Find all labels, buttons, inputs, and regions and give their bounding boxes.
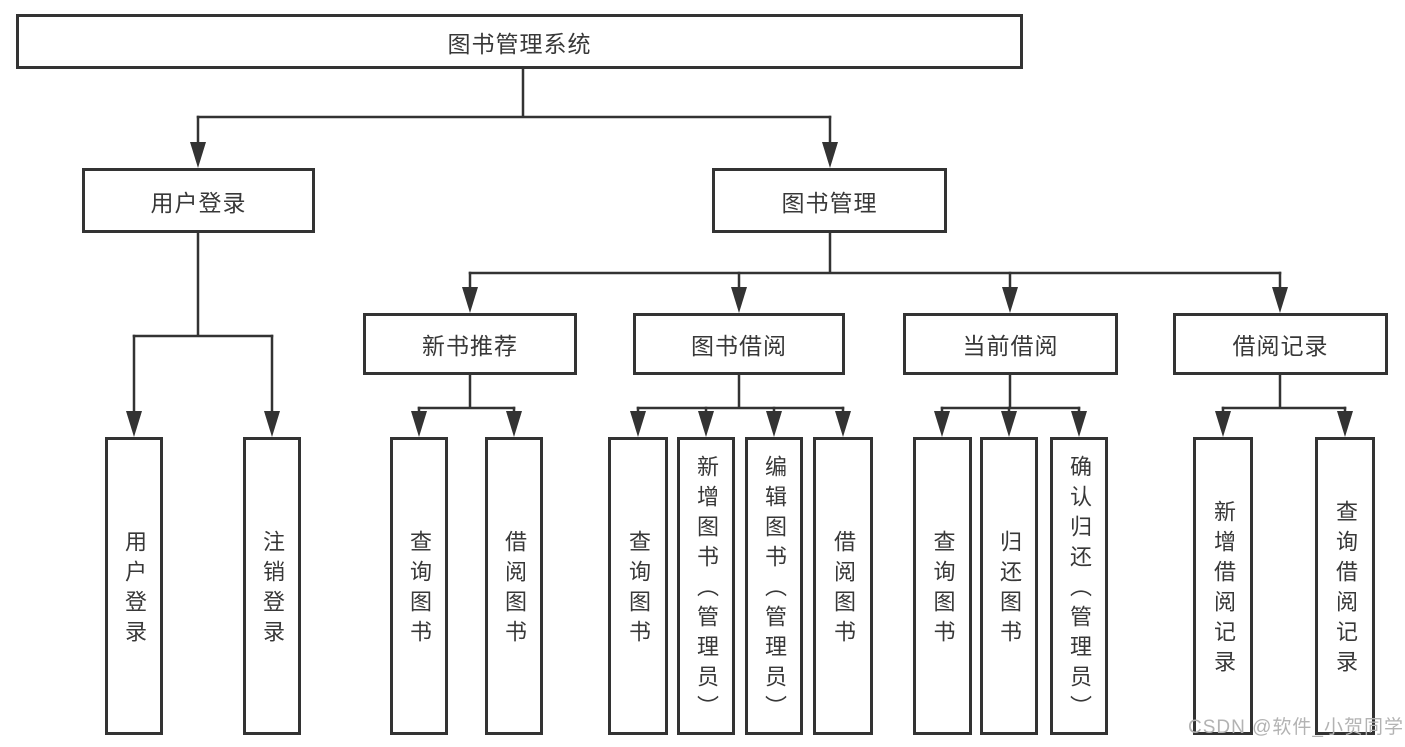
node-leaf-query-book-1-label: 查询图书 <box>407 530 432 650</box>
node-leaf-confirm-return-admin-label: 确认归还（管理员） <box>1067 455 1092 725</box>
node-leaf-query-book-3: 查询图书 <box>913 437 972 735</box>
node-new-book-recommend-label: 新书推荐 <box>422 333 518 359</box>
node-leaf-logout-label: 注销登录 <box>260 530 285 650</box>
node-borrow-record: 借阅记录 <box>1173 313 1388 375</box>
node-leaf-edit-book-admin-label: 编辑图书（管理员） <box>762 455 787 725</box>
node-leaf-return-book-label: 归还图书 <box>997 530 1022 650</box>
node-book-management: 图书管理 <box>712 168 947 233</box>
node-root-system: 图书管理系统 <box>16 14 1023 69</box>
node-leaf-borrow-book-2: 借阅图书 <box>813 437 873 735</box>
node-current-borrow-label: 当前借阅 <box>962 333 1059 359</box>
connector-new-book-children <box>411 373 522 437</box>
connector-book-borrow-children <box>630 373 851 437</box>
node-book-management-label: 图书管理 <box>781 189 878 216</box>
node-leaf-borrow-book-1: 借阅图书 <box>485 437 543 735</box>
node-new-book-recommend: 新书推荐 <box>363 313 577 375</box>
node-user-login: 用户登录 <box>82 168 315 233</box>
connector-book-mgmt-children <box>462 231 1288 313</box>
connector-current-borrow-children <box>934 373 1087 437</box>
node-current-borrow: 当前借阅 <box>903 313 1118 375</box>
node-leaf-return-book: 归还图书 <box>980 437 1038 735</box>
node-leaf-borrow-book-1-label: 借阅图书 <box>502 530 527 650</box>
node-book-borrow-label: 图书借阅 <box>691 333 787 359</box>
node-root-system-label: 图书管理系统 <box>447 30 592 57</box>
connector-borrow-record-children <box>1215 373 1353 437</box>
csdn-watermark: CSDN @软件_小贺同学 <box>1188 717 1404 738</box>
node-leaf-logout: 注销登录 <box>243 437 301 735</box>
node-leaf-add-book-admin-label: 新增图书（管理员） <box>694 455 719 725</box>
node-user-login-label: 用户登录 <box>150 189 247 216</box>
node-leaf-user-login-label: 用户登录 <box>122 530 147 650</box>
connector-root-to-branches <box>190 67 838 168</box>
node-borrow-record-label: 借阅记录 <box>1232 333 1329 359</box>
node-leaf-add-borrow-record-label: 新增借阅记录 <box>1211 500 1236 680</box>
node-leaf-query-borrow-record-label: 查询借阅记录 <box>1333 500 1358 680</box>
connector-user-login-children <box>126 231 280 437</box>
node-leaf-add-book-admin: 新增图书（管理员） <box>677 437 735 735</box>
node-leaf-query-book-1: 查询图书 <box>390 437 448 735</box>
node-leaf-query-borrow-record: 查询借阅记录 <box>1315 437 1375 735</box>
node-leaf-borrow-book-2-label: 借阅图书 <box>831 530 856 650</box>
node-leaf-query-book-2-label: 查询图书 <box>626 530 651 650</box>
node-leaf-add-borrow-record: 新增借阅记录 <box>1193 437 1253 735</box>
node-leaf-query-book-2: 查询图书 <box>608 437 668 735</box>
node-leaf-confirm-return-admin: 确认归还（管理员） <box>1050 437 1108 735</box>
node-book-borrow: 图书借阅 <box>633 313 845 375</box>
node-leaf-edit-book-admin: 编辑图书（管理员） <box>745 437 803 735</box>
node-leaf-user-login: 用户登录 <box>105 437 163 735</box>
node-leaf-query-book-3-label: 查询图书 <box>930 530 956 650</box>
